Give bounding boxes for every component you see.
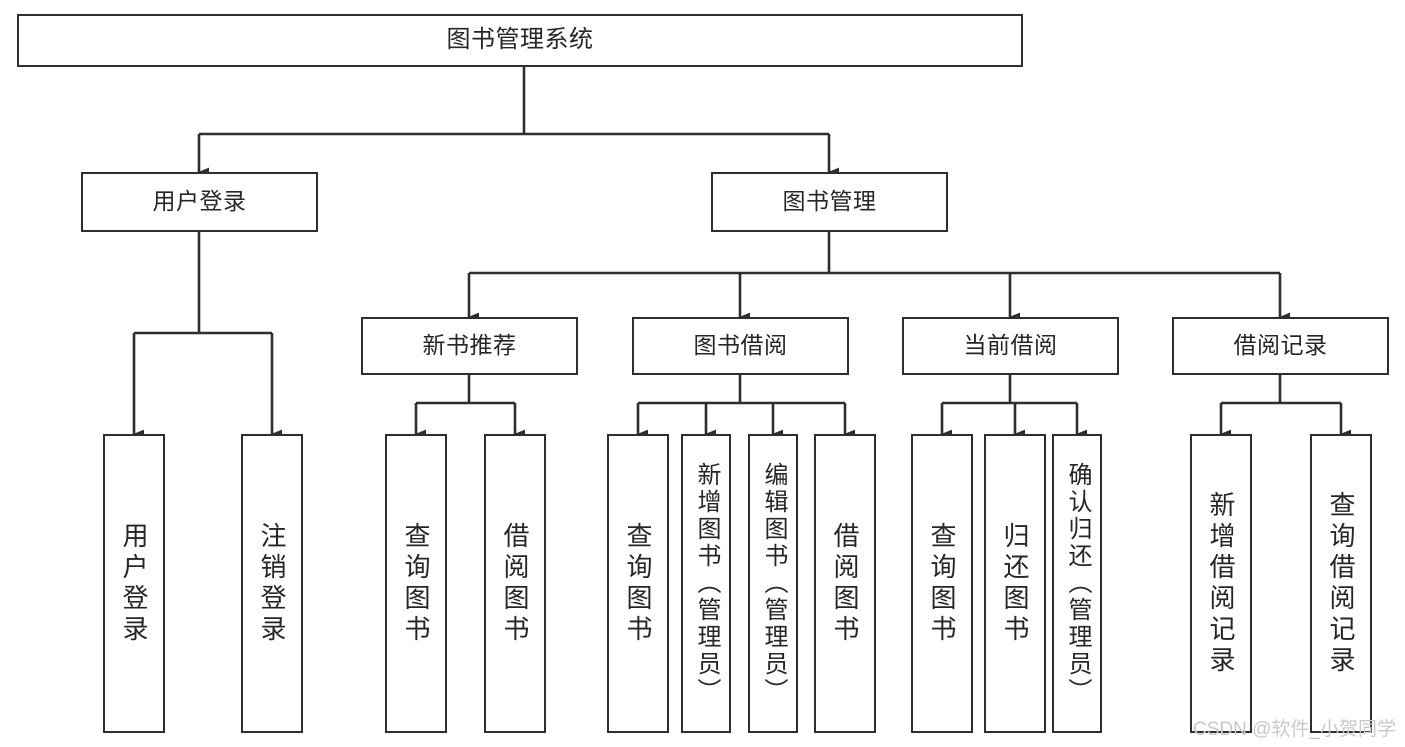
node-book-manage-label: 图书管理 bbox=[782, 188, 877, 215]
node-leaf-borrow-book-2[interactable]: 借阅图书 bbox=[814, 434, 876, 733]
node-borrow-record[interactable]: 借阅记录 bbox=[1172, 317, 1389, 375]
node-leaf-edit-book-label: 编辑图书（管理员） bbox=[760, 462, 787, 705]
node-leaf-query-book-1[interactable]: 查询图书 bbox=[385, 434, 447, 733]
node-user-login-label: 用户登录 bbox=[152, 188, 247, 215]
node-user-login[interactable]: 用户登录 bbox=[81, 172, 318, 232]
node-leaf-return-book-label: 归还图书 bbox=[1000, 521, 1030, 646]
node-leaf-add-book-label: 新增图书（管理员） bbox=[693, 462, 720, 705]
node-leaf-confirm-return[interactable]: 确认归还（管理员） bbox=[1052, 434, 1102, 733]
node-leaf-query-book-3[interactable]: 查询图书 bbox=[911, 434, 973, 733]
node-leaf-user-login-label: 用户登录 bbox=[119, 521, 149, 646]
watermark-label: CSDN @软件_小贺同学 bbox=[1193, 719, 1396, 740]
node-leaf-borrow-book-2-label: 借阅图书 bbox=[830, 521, 860, 646]
node-leaf-query-record-label: 查询借阅记录 bbox=[1326, 490, 1356, 677]
node-leaf-query-book-2[interactable]: 查询图书 bbox=[607, 434, 669, 733]
node-leaf-edit-book[interactable]: 编辑图书（管理员） bbox=[748, 434, 798, 733]
node-book-manage[interactable]: 图书管理 bbox=[711, 172, 948, 232]
node-leaf-query-record[interactable]: 查询借阅记录 bbox=[1310, 434, 1372, 733]
node-book-borrow-label: 图书借阅 bbox=[693, 332, 788, 359]
node-leaf-borrow-book-1-label: 借阅图书 bbox=[500, 521, 530, 646]
node-leaf-user-login[interactable]: 用户登录 bbox=[103, 434, 165, 733]
node-leaf-query-book-3-label: 查询图书 bbox=[927, 521, 957, 646]
node-leaf-query-book-2-label: 查询图书 bbox=[623, 521, 653, 646]
node-root-system[interactable]: 图书管理系统 bbox=[17, 14, 1023, 67]
node-leaf-add-record[interactable]: 新增借阅记录 bbox=[1190, 434, 1252, 733]
node-borrow-record-label: 借阅记录 bbox=[1233, 332, 1328, 359]
node-leaf-borrow-book-1[interactable]: 借阅图书 bbox=[484, 434, 546, 733]
node-leaf-query-book-1-label: 查询图书 bbox=[401, 521, 431, 646]
node-leaf-return-book[interactable]: 归还图书 bbox=[984, 434, 1046, 733]
node-root-system-label: 图书管理系统 bbox=[446, 26, 594, 54]
node-leaf-add-record-label: 新增借阅记录 bbox=[1206, 490, 1236, 677]
node-leaf-add-book[interactable]: 新增图书（管理员） bbox=[681, 434, 731, 733]
node-leaf-user-logout[interactable]: 注销登录 bbox=[241, 434, 303, 733]
node-book-borrow[interactable]: 图书借阅 bbox=[632, 317, 849, 375]
node-new-book-recommend-label: 新书推荐 bbox=[422, 332, 517, 359]
node-current-borrow[interactable]: 当前借阅 bbox=[902, 317, 1119, 375]
node-leaf-user-logout-label: 注销登录 bbox=[257, 521, 287, 646]
node-current-borrow-label: 当前借阅 bbox=[963, 332, 1058, 359]
node-new-book-recommend[interactable]: 新书推荐 bbox=[361, 317, 578, 375]
node-leaf-confirm-return-label: 确认归还（管理员） bbox=[1064, 462, 1091, 705]
